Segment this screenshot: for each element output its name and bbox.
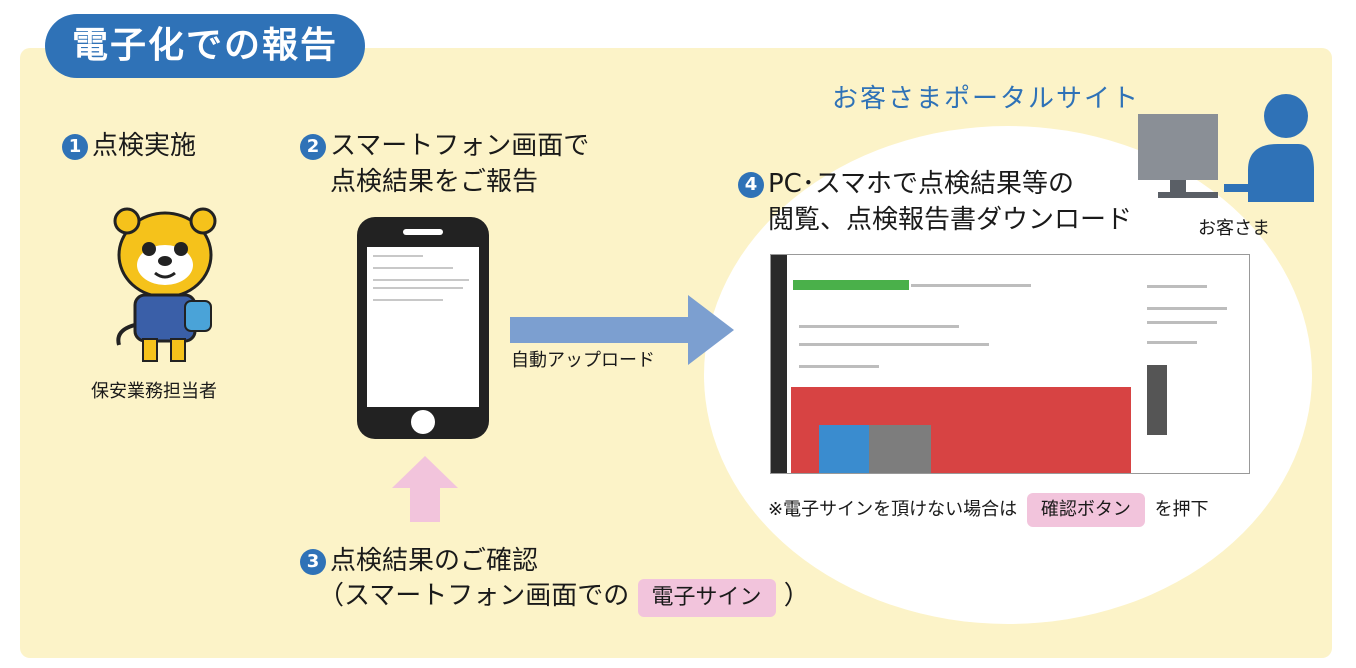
phone-screen [367, 247, 479, 407]
confirm-note: ※電子サインを頂けない場合は 確認ボタン を押下 [768, 492, 1209, 528]
confirm-note-prefix: ※電子サインを頂けない場合は [768, 499, 1017, 520]
portal-screenshot [770, 254, 1250, 474]
step4-line1: PC･スマホで点検結果等の [768, 169, 1074, 199]
page-title: 電子化での報告 [45, 14, 365, 78]
auto-upload-label: 自動アップロード [511, 346, 655, 372]
step4-line2: 閲覧、点検報告書ダウンロード [768, 202, 1132, 238]
arrow-up-icon [392, 456, 458, 522]
phone-speaker [403, 229, 443, 235]
inspection-photo-2 [869, 425, 931, 473]
step4-number: 4 [738, 172, 764, 198]
portal-green-banner [793, 280, 909, 290]
smartphone-illustration [357, 217, 489, 439]
phone-home-button [411, 410, 435, 434]
portal-sidebar [771, 255, 787, 473]
step3-line2: （スマートフォン画面での 電子サイン ） [318, 578, 810, 617]
step2-number: 2 [300, 134, 326, 160]
confirm-button-tag: 確認ボタン [1027, 493, 1145, 527]
portal-side-block [1147, 365, 1167, 435]
step3-line2-suffix: ） [784, 581, 810, 611]
step1-number: 1 [62, 134, 88, 160]
tiger-mascot-icon [105, 205, 225, 365]
step3-number: 3 [300, 549, 326, 575]
step3-line2-prefix: （スマートフォン画面での [318, 581, 629, 611]
step2-line1: スマートフォン画面で [330, 131, 589, 161]
confirm-note-suffix: を押下 [1155, 499, 1209, 520]
step1-text: 点検実施 [92, 131, 196, 161]
customer-label: お客さま [1198, 214, 1270, 240]
customer-at-pc-icon [1138, 92, 1318, 204]
e-signature-tag: 電子サイン [638, 579, 776, 617]
step1-caption: 保安業務担当者 [91, 377, 217, 403]
inspection-photo-1 [819, 425, 869, 473]
step3-line1: 点検結果のご確認 [330, 546, 538, 576]
step2-line2: 点検結果をご報告 [330, 164, 538, 200]
portal-site-title: お客さまポータルサイト [832, 78, 1140, 115]
